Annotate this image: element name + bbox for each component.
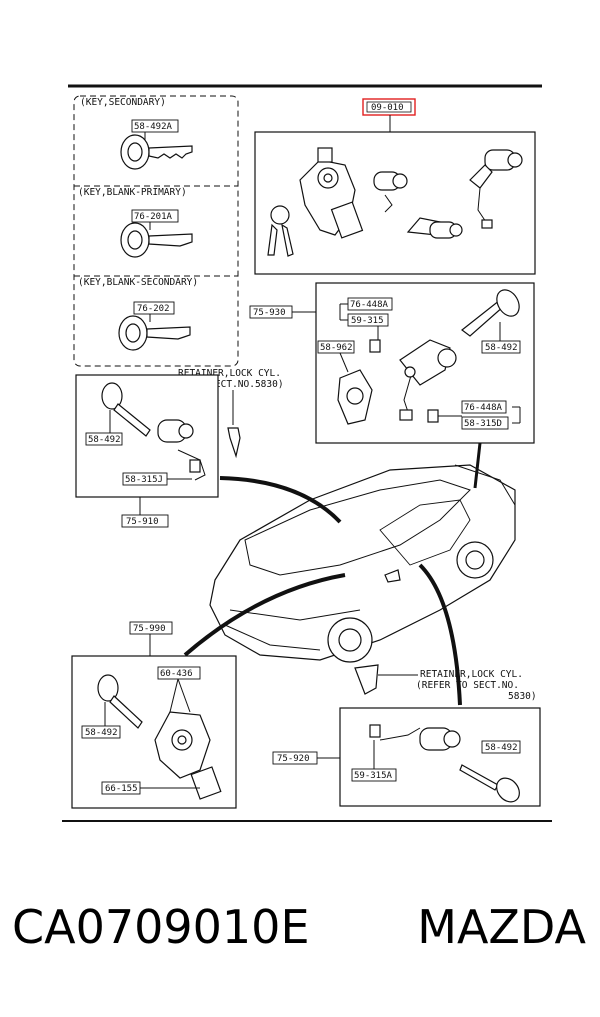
part-58-315J-label: 58-315J [125,475,163,485]
svg-text:RETAINER,LOCK CYL.: RETAINER,LOCK CYL. [420,669,523,680]
part-58-492-label: 58-492 [85,728,118,738]
highlight-part-label: 09-010 [371,103,404,113]
car-illustration [209,464,516,663]
key-group: (KEY,SECONDARY) (KEY,BLANK-PRIMARY) (KEY… [73,95,239,367]
leader-line [418,563,462,706]
part-number: CA0709010E [12,900,310,954]
part-58-492-label: 58-492 [485,343,518,353]
retainer-note-lower: RETAINER,LOCK CYL. (REFER TO SECT.NO. 58… [354,664,537,702]
highlight-callout: 09-010 [362,98,416,132]
part-58-962-label: 58-962 [320,343,353,353]
part-75-920-label: 75-920 [277,754,310,764]
svg-text:5830): 5830) [508,691,537,702]
key-icon [118,315,191,351]
leader-line [473,442,482,489]
part-75-930-label: 75-930 [253,308,286,318]
brand-name: MAZDA [417,900,586,954]
parts-diagram: (KEY,SECONDARY) (KEY,BLANK-PRIMARY) (KEY… [62,84,552,822]
part-76-201A-label: 76-201A [134,212,173,222]
part-59-315-label: 59-315 [351,316,384,326]
part-58-315D-label: 58-315D [464,419,502,429]
key-secondary-caption: (KEY,SECONDARY) [80,97,166,108]
part-76-448A-label: 76-448A [350,300,389,310]
leader-line [183,573,346,657]
key-icon [120,222,193,258]
part-75-990-label: 75-990 [133,624,166,634]
box-75-990: 75-990 58-492 60-436 66-155 [71,621,237,809]
key-icon [120,134,193,170]
key-blank-primary-caption: (KEY,BLANK-PRIMARY) [78,187,187,198]
box-75-920: 75-920 58-492 59-315A [272,707,541,807]
part-58-492-label: 58-492 [485,743,518,753]
part-66-155-label: 66-155 [105,784,138,794]
footer: CA0709010E MAZDA [0,900,600,980]
part-75-910-label: 75-910 [126,517,159,527]
svg-text:(REFER TO SECT.NO.: (REFER TO SECT.NO. [416,680,519,691]
key-blank-secondary-caption: (KEY,BLANK-SECONDARY) [78,277,198,288]
box-75-930: 75-930 76-448A 59-315 58-962 58-492 [249,282,535,444]
part-58-492-label: 58-492 [88,435,121,445]
lock-set-box [254,131,536,275]
box-75-910: 58-492 58-315J 75-910 [75,374,219,528]
part-76-448A-label: 76-448A [464,403,503,413]
part-59-315A-label: 59-315A [354,771,393,781]
part-76-202-label: 76-202 [137,304,170,314]
part-58-492A-label: 58-492A [134,122,173,132]
svg-text:RETAINER,LOCK CYL.: RETAINER,LOCK CYL. [178,368,281,379]
leader-line [219,476,342,524]
part-60-436-label: 60-436 [160,669,193,679]
